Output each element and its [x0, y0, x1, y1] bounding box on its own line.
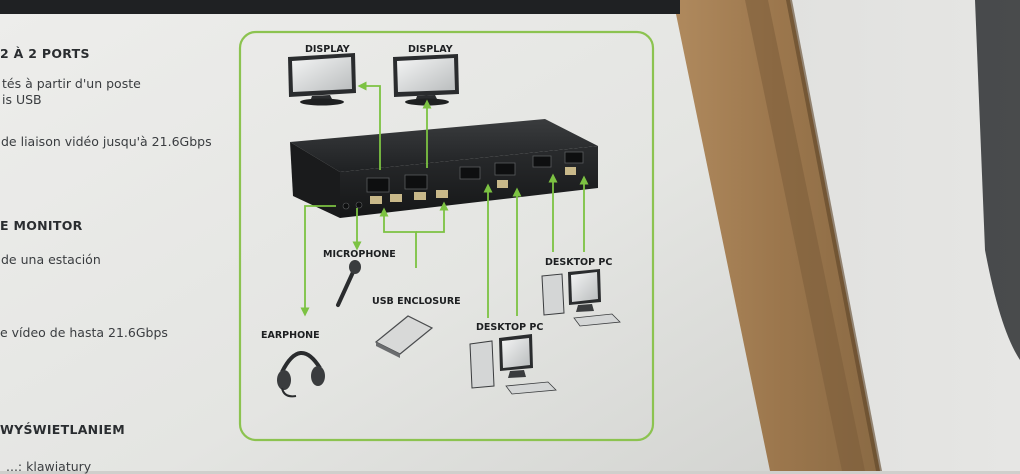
label-desktop-pc-right: DESKTOP PC [545, 257, 613, 268]
usb-enclosure [374, 315, 434, 358]
body-line-5: e vídeo de hasta 21.6Gbps [0, 325, 168, 340]
body-line-2: is USB [2, 92, 42, 107]
body-line-3: de liaison vidéo jusqu'à 21.6Gbps [1, 134, 212, 149]
label-desktop-pc-bottom: DESKTOP PC [476, 322, 544, 333]
connection-lines [300, 81, 589, 318]
kvm-switch [290, 119, 598, 218]
body-line-4: de una estación [1, 252, 101, 267]
microphone [336, 260, 361, 307]
label-microphone: MICROPHONE [323, 249, 396, 260]
label-usb-enclosure: USB ENCLOSURE [372, 296, 461, 307]
heading-ports: 2 À 2 PORTS [0, 46, 90, 61]
diagram-frame [238, 30, 655, 442]
top-band [0, 0, 680, 14]
heading-monitor: E MONITOR [0, 218, 83, 233]
desktop-pc-bottom [469, 334, 557, 395]
dark-object-edge [975, 0, 1020, 360]
display-left [288, 53, 356, 106]
body-line-6: ...: klawiatury [6, 459, 92, 474]
body-line-1: tés à partir d'un poste [2, 76, 141, 91]
label-display-left: DISPLAY [305, 44, 350, 55]
desktop-pc-right [541, 269, 621, 327]
cardboard-edge [786, 0, 882, 471]
earphone [277, 350, 325, 398]
display-right [393, 54, 459, 106]
label-display-right: DISPLAY [408, 44, 453, 55]
cardboard-crease [745, 0, 865, 471]
heading-wyswietlaniem: WYŚWIETLANIEM [0, 422, 125, 437]
paper-sheet [0, 14, 770, 471]
label-earphone: EARPHONE [261, 330, 320, 341]
